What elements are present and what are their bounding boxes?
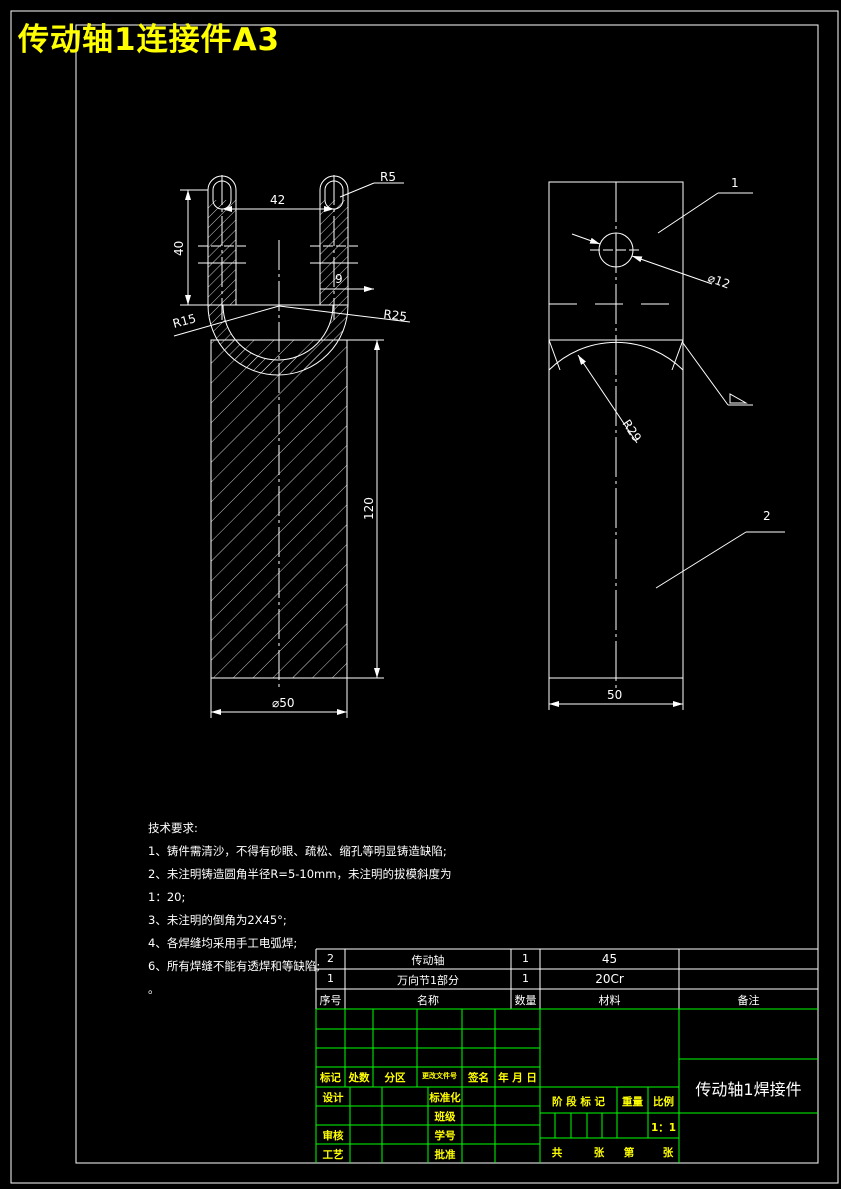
bom-row-material: 20Cr [595,972,624,986]
note-heading: 技术要求: [148,821,198,835]
title-block-lines [315,948,818,1163]
dim-r5: R5 [380,170,396,184]
tb-fenqu: 分区 [384,1072,406,1084]
dim-r15: R15 [171,311,197,331]
bom-header-name: 名称 [417,994,439,1007]
tb-gong: 共 [551,1147,563,1159]
bom-header-note: 备注 [737,994,760,1007]
leader-2-label: 2 [763,509,771,523]
tb-biaozhunhua: 标准化 [429,1092,461,1104]
tb-wenjian: 更改文件号 [422,1072,457,1080]
tb-shenhe: 审核 [322,1130,344,1142]
note-line: 6、所有焊缝不能有透焊和等缺陷; [148,959,321,973]
tb-jieduan: 阶 段 标 记 [552,1096,605,1108]
bom-row-name: 传动轴 [411,954,445,967]
tb-gongyi: 工艺 [322,1149,344,1161]
inner-border [75,24,819,1164]
dim-40: 40 [172,241,186,256]
note-line: 3、未注明的倒角为2X45°; [148,913,287,927]
bom-row-no: 2 [327,952,334,965]
leader-1-label: 1 [731,176,739,190]
bom-row-name: 万向节1部分 [397,974,459,987]
bom-row-no: 1 [327,972,334,985]
dim-9: 9 [335,272,343,286]
tb-zhang: 张 [662,1147,674,1159]
bom-row-qty: 1 [522,952,529,965]
dim-r29: R29 [619,417,644,444]
bom-header-material: 材料 [598,994,621,1007]
dim-120: 120 [362,497,376,520]
tb-zhang: 张 [593,1147,605,1159]
note-line: 1、铸件需清沙，不得有砂眼、疏松、缩孔等明显铸造缺陷; [148,844,447,858]
dim-phi12: ⌀12 [706,271,732,292]
tb-pizhun: 批准 [434,1149,456,1161]
tb-drawing-name: 传动轴1焊接件 [695,1080,802,1099]
dim-42: 42 [270,193,285,207]
bom-row-material: 45 [601,952,618,966]
outer-border [10,10,839,1184]
note-line: 。 [148,982,160,996]
drawing-title: 传动轴1连接件A3 [18,22,281,58]
technical-notes: 技术要求: 1、铸件需清沙，不得有砂眼、疏松、缩孔等明显铸造缺陷; 2、未注明铸… [148,817,451,1001]
bom-header-no: 序号 [319,994,342,1007]
tb-zhongliang: 重量 [622,1096,643,1108]
tb-sheji: 设计 [322,1092,344,1104]
dim-phi50: ⌀50 [272,696,295,710]
tb-biaoji: 标记 [320,1072,341,1084]
front-view [173,175,411,718]
tb-chushu: 处数 [348,1072,370,1084]
note-line: 1：20; [148,890,186,904]
note-line: 4、各焊缝均采用手工电弧焊; [148,936,298,950]
bom-row-qty: 1 [522,972,529,985]
dim-r25: R25 [383,307,408,324]
tb-scale: 1：1 [650,1122,677,1134]
tb-bili: 比例 [653,1096,674,1108]
tb-nianyueri: 年 月 日 [498,1072,537,1084]
tb-banji: 班级 [434,1111,456,1123]
note-line: 2、未注明铸造圆角半径R=5-10mm，未注明的拔模斜度为 [148,867,452,881]
tb-xuehao: 学号 [434,1130,456,1142]
tb-qianming: 签名 [468,1072,489,1084]
bom-header-qty: 数量 [514,994,537,1007]
side-view [548,181,785,710]
dim-50: 50 [607,688,622,702]
tb-di: 第 [623,1147,635,1159]
